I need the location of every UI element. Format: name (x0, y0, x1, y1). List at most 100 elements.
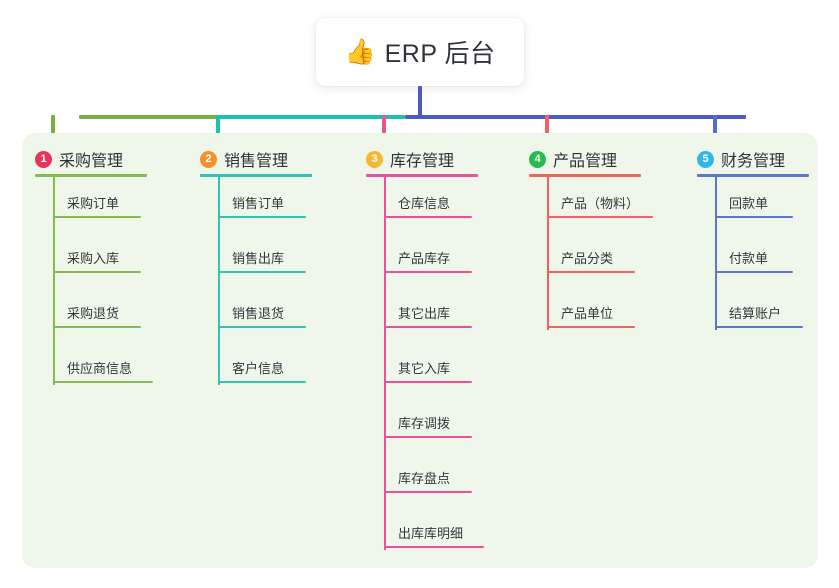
menu-item-label: 销售退货 (232, 306, 285, 321)
menu-item[interactable]: 出库库明细 (384, 518, 484, 548)
menu-item-underline (384, 491, 472, 493)
menu-item-underline (384, 326, 472, 328)
menu-item-label: 产品库存 (398, 251, 451, 266)
menu-item-label: 产品分类 (561, 251, 614, 266)
menu-item-label: 供应商信息 (67, 361, 133, 376)
menu-item-label: 销售出库 (232, 251, 285, 266)
menu-item-label: 仓库信息 (398, 196, 451, 211)
menu-item-label: 付款单 (729, 251, 769, 266)
menu-item[interactable]: 产品库存 (384, 243, 472, 273)
menu-item-label: 采购订单 (67, 196, 120, 211)
menu-item-underline (715, 216, 793, 218)
menu-item[interactable]: 仓库信息 (384, 188, 472, 218)
column-header-inventory[interactable]: 3 库存管理 (366, 147, 454, 171)
menu-item[interactable]: 产品分类 (547, 243, 635, 273)
menu-item-underline (53, 381, 153, 383)
column-header-product[interactable]: 4 产品管理 (529, 147, 617, 171)
menu-item-underline (384, 271, 472, 273)
drop-red (545, 115, 549, 146)
drop-pink (382, 115, 386, 146)
menu-item-underline (384, 381, 472, 383)
column-title-sales: 销售管理 (224, 153, 289, 170)
menu-item-underline (218, 326, 306, 328)
column-title-inventory: 库存管理 (390, 153, 455, 170)
column-spine-finance (715, 177, 717, 330)
root-connector-drop (418, 86, 422, 119)
menu-item-underline (53, 326, 141, 328)
page-title: ERP 后台 (384, 40, 496, 68)
menu-item-label: 采购退货 (67, 306, 120, 321)
menu-item-underline (547, 216, 653, 218)
column-underline-product (529, 174, 641, 177)
menu-item[interactable]: 销售出库 (218, 243, 306, 273)
menu-item-label: 出库库明细 (398, 526, 464, 541)
drop-blue (713, 115, 717, 146)
menu-item[interactable]: 库存盘点 (384, 463, 472, 493)
column-underline-finance (697, 174, 809, 177)
menu-item[interactable]: 采购入库 (53, 243, 141, 273)
menu-item-label: 库存盘点 (398, 471, 451, 486)
column-badge-sales: 2 (200, 150, 217, 168)
menu-item[interactable]: 其它出库 (384, 298, 472, 328)
menu-item[interactable]: 销售订单 (218, 188, 306, 218)
menu-item-underline (547, 326, 635, 328)
menu-item-label: 采购入库 (67, 251, 120, 266)
menu-item[interactable]: 其它入库 (384, 353, 472, 383)
column-badge-purchase: 1 (35, 150, 52, 168)
column-underline-purchase (35, 174, 147, 177)
bar-green (79, 115, 219, 119)
menu-item[interactable]: 客户信息 (218, 353, 306, 383)
column-spine-sales (218, 177, 220, 385)
column-title-purchase: 采购管理 (59, 153, 124, 170)
column-header-purchase[interactable]: 1 采购管理 (35, 147, 123, 171)
menu-item-underline (218, 271, 306, 273)
menu-item-label: 回款单 (729, 196, 769, 211)
column-badge-product: 4 (529, 150, 546, 168)
menu-item-underline (53, 216, 141, 218)
column-underline-inventory (366, 174, 478, 177)
menu-item[interactable]: 库存调拨 (384, 408, 472, 438)
bar-blue (405, 115, 746, 119)
column-header-sales[interactable]: 2 销售管理 (200, 147, 288, 171)
menu-item[interactable]: 付款单 (715, 243, 793, 273)
menu-item[interactable]: 采购订单 (53, 188, 141, 218)
menu-item-label: 其它出库 (398, 306, 451, 321)
menu-item-label: 客户信息 (232, 361, 285, 376)
menu-item-underline (384, 216, 472, 218)
menu-item[interactable]: 产品单位 (547, 298, 635, 328)
column-badge-inventory: 3 (366, 150, 383, 168)
menu-item-underline (715, 271, 793, 273)
column-underline-sales (200, 174, 312, 177)
menu-item-underline (384, 436, 472, 438)
bar-teal (219, 115, 405, 119)
menu-item-underline (218, 381, 306, 383)
menu-item[interactable]: 产品（物料） (547, 188, 653, 218)
column-title-finance: 财务管理 (721, 153, 786, 170)
menu-item-label: 产品单位 (561, 306, 614, 321)
menu-item[interactable]: 销售退货 (218, 298, 306, 328)
menu-item-underline (384, 546, 484, 548)
column-spine-inventory (384, 177, 386, 550)
menu-item-label: 库存调拨 (398, 416, 451, 431)
menu-item-underline (218, 216, 306, 218)
menu-item-label: 销售订单 (232, 196, 285, 211)
columns-panel: 1 采购管理采购订单采购入库采购退货供应商信息 2 销售管理销售订单销售出库销售退货客… (22, 133, 818, 568)
menu-item[interactable]: 结算账户 (715, 298, 803, 328)
menu-item-label: 结算账户 (729, 306, 782, 321)
menu-item[interactable]: 供应商信息 (53, 353, 153, 383)
column-spine-purchase (53, 177, 55, 385)
drop-teal (216, 115, 220, 146)
menu-item-label: 产品（物料） (561, 196, 640, 211)
column-title-product: 产品管理 (553, 153, 618, 170)
menu-item-label: 其它入库 (398, 361, 451, 376)
menu-item-underline (53, 271, 141, 273)
column-spine-product (547, 177, 549, 330)
menu-item-underline (715, 326, 803, 328)
thumbs-up-emoji: 👍 (344, 37, 376, 66)
menu-item-underline (547, 271, 635, 273)
root-node-card[interactable]: 👍 ERP 后台 (316, 18, 524, 86)
menu-item[interactable]: 采购退货 (53, 298, 141, 328)
menu-item[interactable]: 回款单 (715, 188, 793, 218)
